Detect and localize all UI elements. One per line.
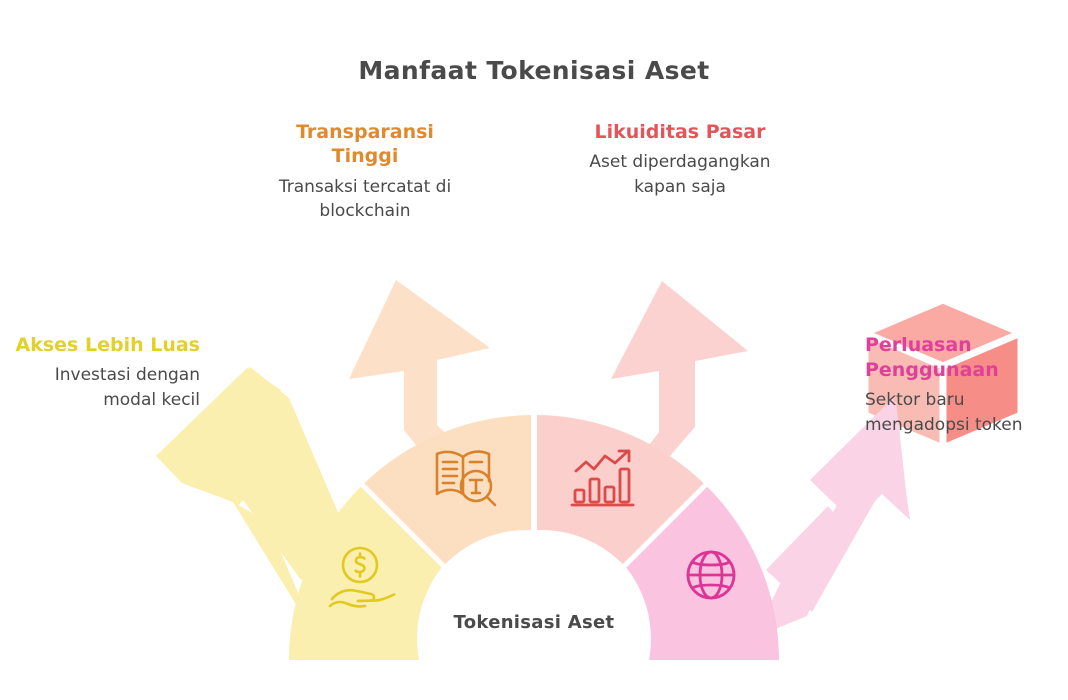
arc-segment-akses[interactable] xyxy=(289,486,442,660)
globe-icon xyxy=(686,550,736,600)
callout-akses-title: Akses Lebih Luas xyxy=(15,334,200,356)
callout-akses: Akses Lebih Luas Investasi dengan modal … xyxy=(10,333,200,413)
cube-right-face xyxy=(943,333,1021,448)
callout-perluasan-title: Perluasan Penggunaan xyxy=(865,334,999,381)
arrow-likuiditas xyxy=(596,281,748,515)
callout-likuiditas: Likuiditas Pasar Aset diperdagangkan kap… xyxy=(580,120,780,200)
callout-transparansi-description: Transaksi tercatat di blockchain xyxy=(278,176,452,222)
callout-likuiditas-title: Likuiditas Pasar xyxy=(594,121,766,143)
callout-transparansi-title: Transparansi Tinggi xyxy=(296,121,434,168)
hand-holding-dollar-icon xyxy=(328,546,396,608)
book-magnifier-text-icon xyxy=(435,450,497,507)
cube-edges xyxy=(861,296,1025,452)
callout-likuiditas-description: Aset diperdagangkan kapan saja xyxy=(589,152,771,197)
callout-perluasan: Perluasan Penggunaan Sektor baru mengado… xyxy=(865,333,1060,438)
callout-transparansi: Transparansi Tinggi Transaksi tercatat d… xyxy=(275,120,455,224)
callout-perluasan-description: Sektor baru mengadopsi token xyxy=(865,390,1023,436)
center-label: Tokenisasi Aset xyxy=(453,612,615,633)
page-title: Manfaat Tokenisasi Aset xyxy=(358,56,710,85)
callout-akses-description: Investasi dengan modal kecil xyxy=(54,365,200,410)
arc-segment-perluasan[interactable] xyxy=(626,486,779,660)
bar-chart-growth-icon xyxy=(570,449,635,507)
3d-cube-icon xyxy=(861,296,1025,452)
arrow-akses xyxy=(156,367,355,640)
arrow-transparansi xyxy=(349,280,514,515)
arrow-perluasan xyxy=(753,398,910,638)
